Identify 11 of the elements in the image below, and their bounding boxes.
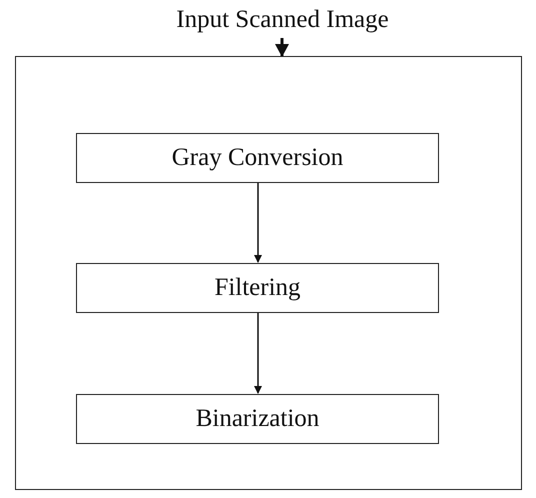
process-box xyxy=(76,394,439,444)
step-label: Binarization xyxy=(196,405,320,433)
arrow xyxy=(275,38,289,57)
process-box xyxy=(76,263,439,313)
process-box xyxy=(76,133,439,183)
step-label: Filtering xyxy=(214,274,301,302)
input-label: Input Scanned Image xyxy=(176,6,389,34)
step-label: Gray Conversion xyxy=(172,144,344,172)
arrow xyxy=(254,182,262,263)
arrow xyxy=(254,312,262,394)
frame-box xyxy=(15,56,522,490)
